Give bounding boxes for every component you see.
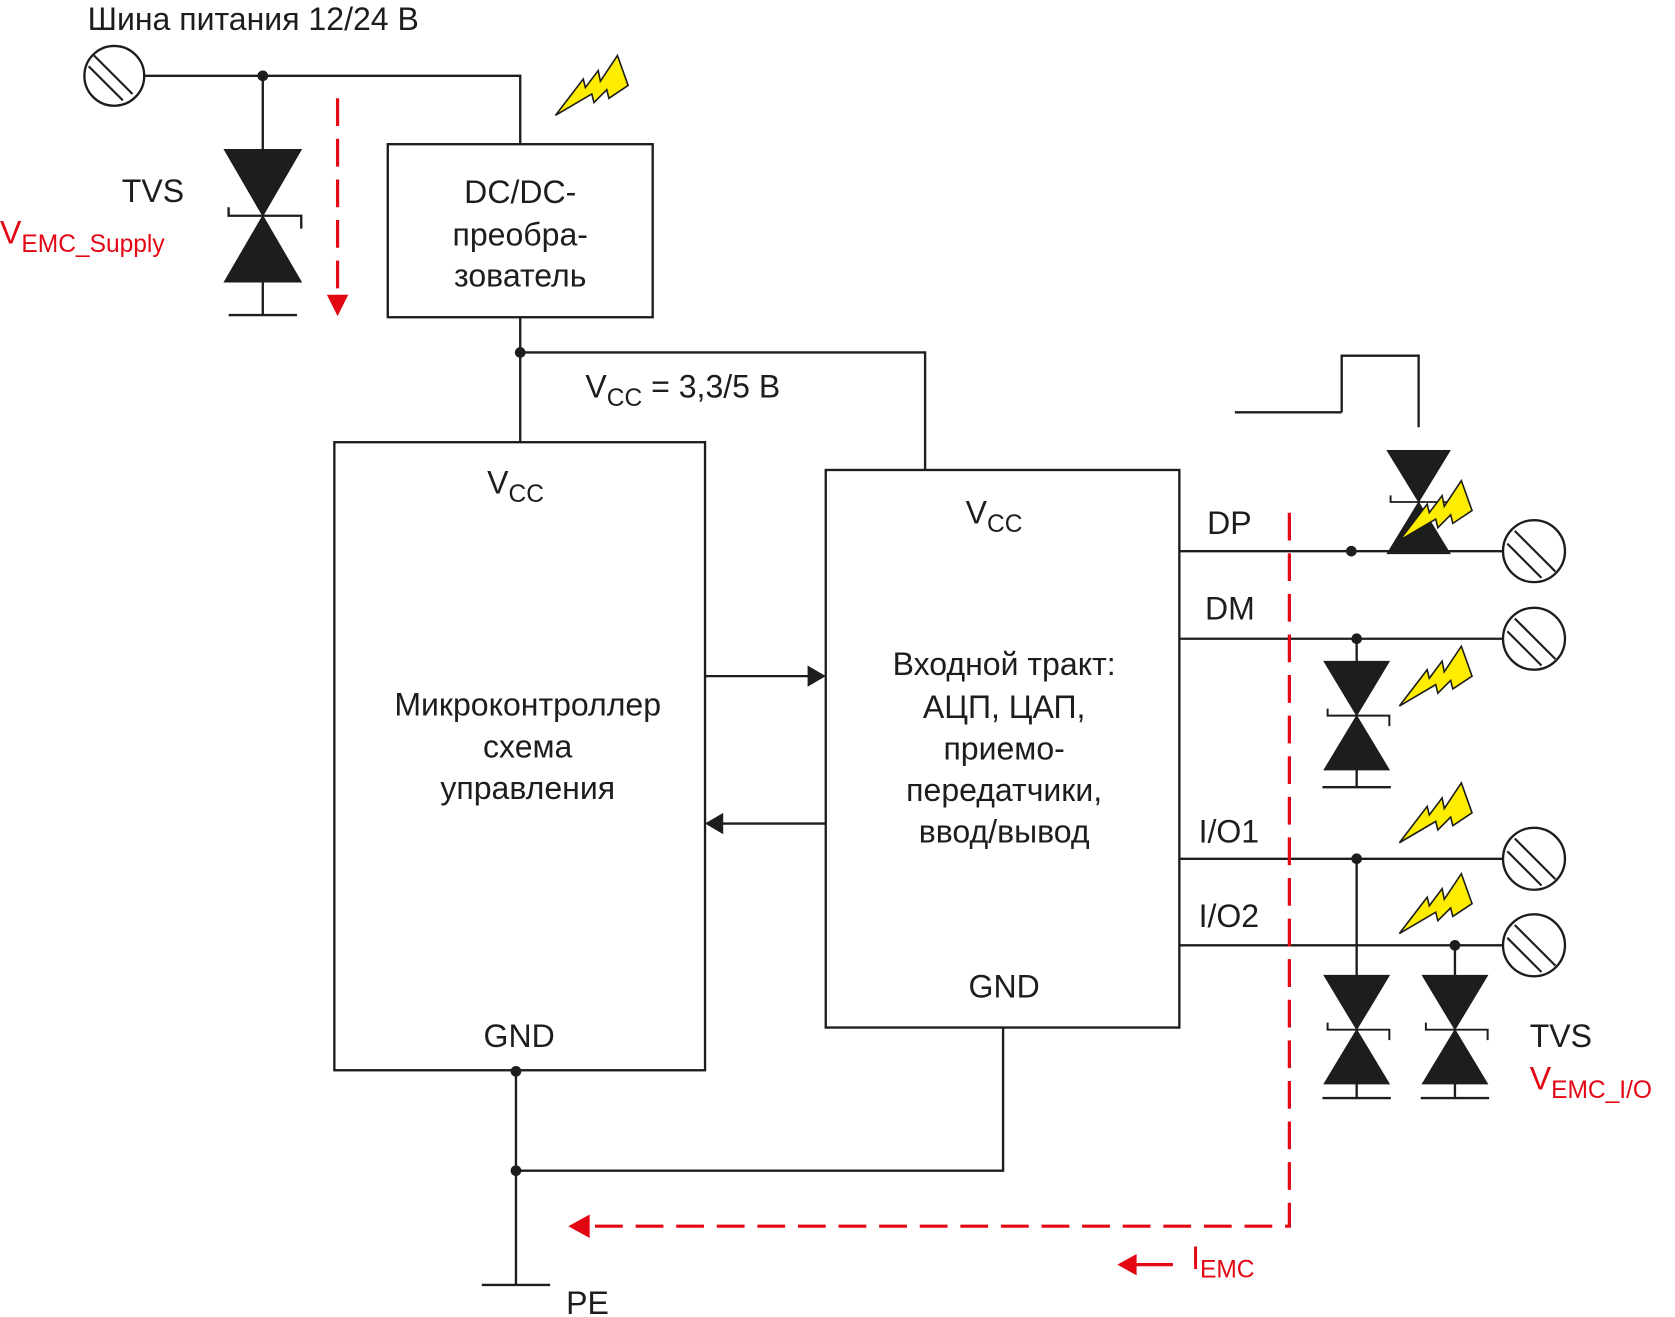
io-emc-current-path (587, 512, 1291, 1228)
mcu-label-line-1: Микроконтроллер (394, 687, 661, 723)
dcdc-converter-block (386, 143, 654, 319)
signal-label-dp: DP (1207, 505, 1252, 541)
supply-tvs-label: TVS (122, 173, 184, 209)
pe-label: PE (566, 1285, 609, 1317)
dp-tvs-wire (1340, 354, 1420, 428)
signal-label-io2: I/O2 (1199, 898, 1260, 934)
arrow-down-icon (326, 294, 349, 317)
terminal-connector-icon (83, 44, 146, 107)
tvs-diode-icon (1322, 660, 1391, 771)
signal-label-io1: I/O1 (1199, 814, 1260, 850)
terminal-connector-icon (1501, 913, 1567, 978)
mcu-label-line-2: схема (483, 728, 573, 764)
dcdc-label-line-2: преобра- (453, 217, 588, 253)
mcu-label-line-3: управления (440, 770, 615, 806)
signal-label-dm: DM (1205, 591, 1255, 627)
current-label: IEMC (1191, 1240, 1254, 1284)
io-voltage-label: VEMC_I/O (1530, 1060, 1652, 1104)
lightning-bolt-icon (554, 54, 629, 117)
frontend-gnd-pin: GND (969, 969, 1040, 1005)
tvs-diode-icon (1322, 974, 1391, 1085)
frontend-block (824, 468, 1181, 1029)
supply-voltage-label: VEMC_Supply (0, 215, 165, 259)
lightning-bolt-icon (1398, 645, 1473, 707)
terminal-connector-icon (1501, 606, 1567, 671)
vcc-rail-wire (520, 351, 927, 470)
junction-dot (510, 1065, 522, 1077)
power-bus-label: Шина питания 12/24 В (88, 1, 419, 37)
frontend-label-line-2: АЦП, ЦАП, (923, 689, 1086, 725)
arrow-left-icon (705, 812, 724, 835)
tvs-diode-icon (1421, 974, 1489, 1085)
frontend-gnd-wire (515, 1027, 1005, 1172)
mcu-vcc-pin: VCC (487, 464, 544, 508)
terminal-connector-icon (1501, 826, 1567, 891)
microcontroller-block (333, 441, 707, 1072)
arrow-left-icon (568, 1214, 590, 1238)
terminal-connector-icon (1501, 519, 1567, 584)
frontend-label-line-5: ввод/вывод (919, 814, 1090, 850)
mcu-gnd-pin: GND (484, 1018, 555, 1054)
lightning-bolt-icon (1398, 872, 1473, 935)
frontend-label-line-3: приемо- (943, 730, 1064, 766)
vcc-rail-label: VCC = 3,3/5 В (585, 368, 780, 412)
io-tvs-label: TVS (1530, 1018, 1592, 1054)
lightning-bolt-icon (1398, 782, 1473, 844)
frontend-label-line-4: передатчики, (906, 772, 1102, 808)
junction-dot (1345, 545, 1357, 557)
arrow-left-icon (1117, 1253, 1137, 1276)
frontend-vcc-pin: VCC (966, 494, 1023, 538)
dcdc-label-line-3: зователь (454, 257, 586, 293)
supply-bus-wire (144, 74, 522, 145)
frontend-label-line-1: Входной тракт: (893, 646, 1116, 682)
arrow-right-icon (807, 665, 826, 687)
dcdc-label-line-1: DC/DC- (464, 174, 576, 210)
tvs-diode-icon (223, 148, 303, 284)
